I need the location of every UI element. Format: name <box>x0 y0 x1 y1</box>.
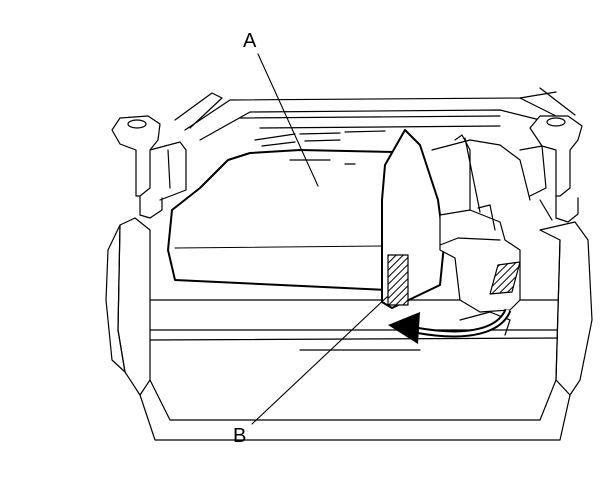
headrest-guide-left <box>111 115 187 219</box>
seat-frame-back <box>174 87 576 147</box>
seat-cover-a <box>167 149 411 291</box>
leader-line-a <box>257 53 319 187</box>
hatched-clip-right <box>489 261 521 295</box>
seat-back-frame <box>105 217 593 441</box>
cover-flap <box>381 129 445 309</box>
callout-b-label: B <box>233 425 247 447</box>
leader-line-b <box>251 295 389 425</box>
hatched-clip-b <box>387 254 409 306</box>
rotation-arrow-icon <box>388 308 512 344</box>
headrest-guide-right <box>519 115 583 223</box>
callout-a-label: A <box>243 30 257 52</box>
recliner-mechanism <box>431 134 531 336</box>
